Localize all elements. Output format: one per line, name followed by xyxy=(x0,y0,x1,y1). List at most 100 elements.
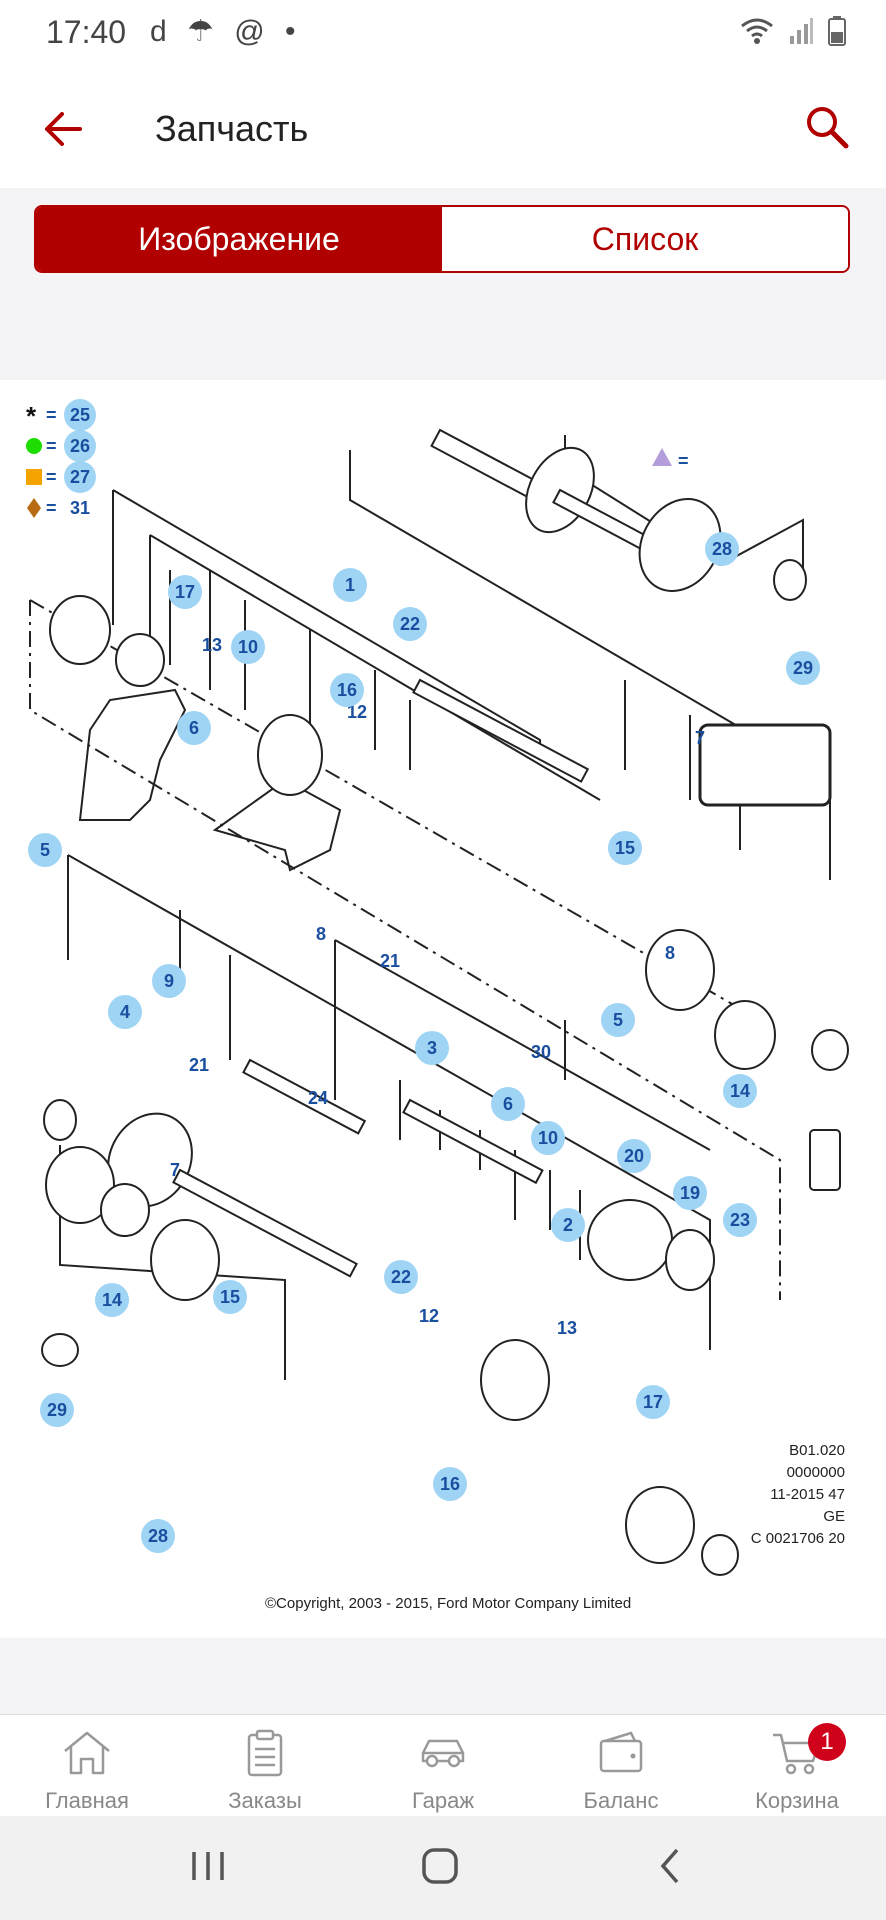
nav-garage[interactable]: Гараж xyxy=(368,1725,518,1814)
part-label-8[interactable]: 8 xyxy=(665,943,675,963)
back-chevron-icon xyxy=(660,1848,679,1884)
part-label-7[interactable]: 7 xyxy=(170,1160,180,1180)
search-icon[interactable] xyxy=(804,104,850,150)
part-bubble-3[interactable] xyxy=(415,1031,449,1065)
nav-balance-label: Баланс xyxy=(583,1788,659,1813)
part-bubble-29[interactable] xyxy=(786,651,820,685)
status-bar: 17:40 d ☂ @ • xyxy=(0,0,886,70)
part-label-6[interactable]: 6 xyxy=(503,1094,513,1114)
recent-apps-icon xyxy=(192,1852,224,1880)
part-label-22[interactable]: 22 xyxy=(400,614,420,634)
part-bubble-17[interactable] xyxy=(168,575,202,609)
part-label-13[interactable]: 13 xyxy=(202,635,222,655)
part-label-12[interactable]: 12 xyxy=(347,702,367,722)
part-bubble-9[interactable] xyxy=(152,964,186,998)
part-label-2[interactable]: 2 xyxy=(563,1215,573,1235)
legend-label-31: 31 xyxy=(70,498,90,518)
part-bubble-5[interactable] xyxy=(28,833,62,867)
part-label-10[interactable]: 10 xyxy=(238,637,258,657)
part-label-17[interactable]: 17 xyxy=(643,1392,663,1412)
part-bubble-5[interactable] xyxy=(601,1003,635,1037)
page-title: Запчасть xyxy=(155,108,309,149)
part-label-20[interactable]: 20 xyxy=(624,1146,644,1166)
part-bubble-22[interactable] xyxy=(384,1260,418,1294)
home-button[interactable] xyxy=(420,1846,460,1891)
part-label-5[interactable]: 5 xyxy=(40,840,50,860)
part-label-15[interactable]: 15 xyxy=(220,1287,240,1307)
part-label-3[interactable]: 3 xyxy=(427,1038,437,1058)
part-label-4[interactable]: 4 xyxy=(120,1002,130,1022)
legend-bubble-25 xyxy=(64,399,96,431)
part-bubble-20[interactable] xyxy=(617,1139,651,1173)
part-label-17[interactable]: 17 xyxy=(175,582,195,602)
part-label-1[interactable]: 1 xyxy=(345,575,355,595)
legend-equals: = xyxy=(46,405,57,425)
tab-image[interactable]: Изображение xyxy=(36,207,442,271)
part-bubble-28[interactable] xyxy=(705,532,739,566)
part-label-29[interactable]: 29 xyxy=(47,1400,67,1420)
part-label-22[interactable]: 22 xyxy=(391,1267,411,1287)
back-arrow-icon[interactable] xyxy=(40,106,86,152)
back-button[interactable] xyxy=(655,1846,685,1891)
part-label-7[interactable]: 7 xyxy=(695,728,705,748)
tab-list[interactable]: Список xyxy=(442,207,848,271)
part-label-12[interactable]: 12 xyxy=(419,1306,439,1326)
part-bubble-14[interactable] xyxy=(95,1283,129,1317)
part-bubble-4[interactable] xyxy=(108,995,142,1029)
part-label-28[interactable]: 28 xyxy=(148,1526,168,1546)
drawing-code-line: 11-2015 47 xyxy=(770,1486,845,1503)
part-bubble-16[interactable] xyxy=(330,673,364,707)
part-bubble-28[interactable] xyxy=(141,1519,175,1553)
part-bubble-15[interactable] xyxy=(213,1280,247,1314)
status-time: 17:40 xyxy=(46,14,127,50)
parts-diagram-image[interactable]: 1234556677889101012121313141415151616171… xyxy=(0,380,886,1638)
part-label-6[interactable]: 6 xyxy=(189,718,199,738)
nav-orders[interactable]: Заказы xyxy=(190,1725,340,1814)
legend-marker-orange xyxy=(26,469,42,485)
part-label-30[interactable]: 30 xyxy=(531,1042,551,1062)
part-bubble-6[interactable] xyxy=(177,711,211,745)
wallet-icon xyxy=(599,1731,643,1773)
part-bubble-16[interactable] xyxy=(433,1467,467,1501)
part-bubble-10[interactable] xyxy=(231,630,265,664)
part-label-14[interactable]: 14 xyxy=(102,1290,122,1310)
part-bubble-15[interactable] xyxy=(608,831,642,865)
part-label-8[interactable]: 8 xyxy=(316,924,326,944)
part-bubble-29[interactable] xyxy=(40,1393,74,1427)
upper-drive-shaft xyxy=(430,428,807,601)
part-bubble-17[interactable] xyxy=(636,1385,670,1419)
nav-home[interactable]: Главная xyxy=(12,1725,162,1814)
part-label-24[interactable]: 24 xyxy=(308,1088,328,1108)
recent-apps-button[interactable] xyxy=(190,1846,226,1891)
part-label-13[interactable]: 13 xyxy=(557,1318,577,1338)
part-bubble-14[interactable] xyxy=(723,1074,757,1108)
part-bubble-1[interactable] xyxy=(333,568,367,602)
part-label-5[interactable]: 5 xyxy=(613,1010,623,1030)
part-bubble-22[interactable] xyxy=(393,607,427,641)
part-label-21[interactable]: 21 xyxy=(380,951,400,971)
part-label-15[interactable]: 15 xyxy=(615,838,635,858)
part-label-9[interactable]: 9 xyxy=(164,971,174,991)
part-bubble-19[interactable] xyxy=(673,1176,707,1210)
part-bubble-23[interactable] xyxy=(723,1203,757,1237)
clipboard-icon xyxy=(247,1729,283,1777)
part-label-28[interactable]: 28 xyxy=(712,539,732,559)
part-label-16[interactable]: 16 xyxy=(337,680,357,700)
nav-balance[interactable]: Баланс xyxy=(546,1725,696,1814)
part-bubble-2[interactable] xyxy=(551,1208,585,1242)
cart-count-badge: 1 xyxy=(808,1723,846,1761)
part-bubble-10[interactable] xyxy=(531,1121,565,1155)
part-label-10[interactable]: 10 xyxy=(538,1128,558,1148)
part-label-14[interactable]: 14 xyxy=(730,1081,750,1101)
part-label-21[interactable]: 21 xyxy=(189,1055,209,1075)
part-label-19[interactable]: 19 xyxy=(680,1183,700,1203)
part-label-23[interactable]: 23 xyxy=(730,1210,750,1230)
nav-orders-label: Заказы xyxy=(228,1788,302,1813)
legend-marker-star: * xyxy=(26,401,37,431)
part-bubble-6[interactable] xyxy=(491,1087,525,1121)
nav-cart[interactable]: 1 Корзина xyxy=(722,1723,872,1814)
legend-equals: = xyxy=(46,467,57,487)
part-label-16[interactable]: 16 xyxy=(440,1474,460,1494)
part-label-29[interactable]: 29 xyxy=(793,658,813,678)
